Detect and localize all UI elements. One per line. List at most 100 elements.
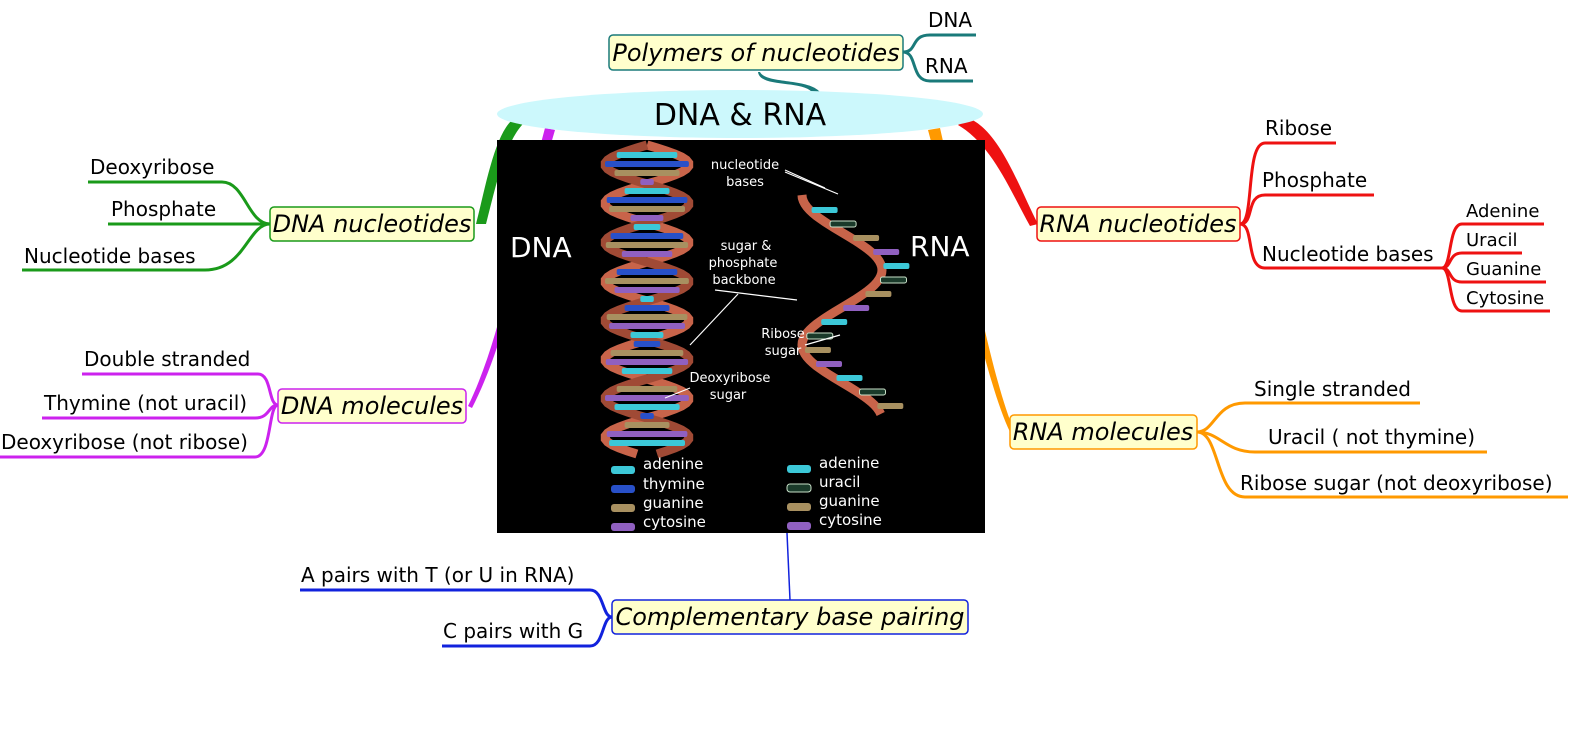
dna-base-pair <box>621 368 673 374</box>
branch-line <box>0 403 279 459</box>
rna-base <box>821 319 848 325</box>
dna-base-pair <box>609 323 685 329</box>
branch-line <box>902 33 976 54</box>
dna-base-pair <box>605 161 689 167</box>
branch-dna-molecules: Double stranded Thymine (not uracil) Deo… <box>0 347 467 459</box>
branch-line <box>82 372 279 407</box>
legend-dna-adenine: adenine <box>643 455 703 473</box>
dna-base-pair <box>640 296 654 302</box>
label-backbone-2: phosphate <box>709 256 778 271</box>
central-title: DNA & RNA <box>654 98 827 133</box>
node-dna-molecules-label: DNA molecules <box>281 392 463 420</box>
dna-base-pair <box>616 152 678 158</box>
base-pairing-child-at: A pairs with T (or U in RNA) <box>301 563 574 587</box>
dna-nucleotides-child-phosphate: Phosphate <box>111 197 216 221</box>
label-ribose-sugar-2: sugar <box>765 344 802 359</box>
dna-base-pair <box>630 332 664 338</box>
rna-legend: adenine uracil guanine cytosine <box>786 454 882 530</box>
legend-rna-adenine: adenine <box>819 454 879 472</box>
branch-line <box>300 588 613 619</box>
branch-line <box>1239 222 1442 270</box>
dna-base-pair <box>609 206 685 212</box>
legend-dna-guanine: guanine <box>643 494 704 512</box>
label-deoxyribose-sugar-2: sugar <box>710 388 747 403</box>
rna-base-uracil: Uracil <box>1466 230 1518 251</box>
label-backbone-3: backbone <box>712 273 775 288</box>
dna-base-pair <box>605 395 689 401</box>
branch-line <box>1441 266 1550 313</box>
branch-base-pairing: A pairs with T (or U in RNA) C pairs wit… <box>300 563 969 648</box>
label-backbone-1: sugar & <box>721 239 772 254</box>
dna-base-pair <box>616 269 678 275</box>
pointer-line <box>714 289 798 301</box>
dna-base-pair <box>633 224 661 230</box>
rna-nucleotides-child-phosphate: Phosphate <box>1262 168 1367 192</box>
dna-base-pair <box>633 341 661 347</box>
central-node[interactable] <box>497 90 983 138</box>
node-rna-molecules-label: RNA molecules <box>1013 418 1194 446</box>
rna-base <box>843 305 870 311</box>
dna-base-pair <box>624 188 670 194</box>
connector-dna-nucleotides <box>476 118 525 224</box>
legend-rna-uracil: uracil <box>819 473 860 491</box>
legend-swatch-thymine <box>611 485 635 493</box>
polymers-child-dna: DNA <box>928 8 972 32</box>
dna-base-pair <box>624 305 670 311</box>
node-dna-nucleotides[interactable] <box>269 206 475 242</box>
dna-base-pair <box>606 431 688 437</box>
pointer-line <box>664 387 691 399</box>
rna-base-guanine: Guanine <box>1466 259 1541 280</box>
polymers-child-rna: RNA <box>925 54 968 78</box>
image-background <box>497 140 985 533</box>
rna-base <box>806 332 834 340</box>
label-nucleotide-bases-1: nucleotide <box>711 158 779 173</box>
branch-rna-nucleotides: Ribose Phosphate Nucleotide bases Adenin… <box>1036 116 1550 313</box>
dna-helix <box>600 140 694 459</box>
node-polymers[interactable] <box>608 34 904 71</box>
pointer-line <box>804 334 841 346</box>
dna-base-pair <box>606 197 688 203</box>
legend-dna-cytosine: cytosine <box>643 513 706 531</box>
dna-nucleotides-child-bases: Nucleotide bases <box>24 244 196 268</box>
pointer-line <box>784 169 826 189</box>
legend-rna-cytosine: cytosine <box>819 511 882 529</box>
node-rna-nucleotides-label: RNA nucleotides <box>1040 210 1237 238</box>
legend-swatch-adenine <box>787 465 811 473</box>
branch-line <box>1239 193 1374 226</box>
dna-legend: adenine thymine guanine cytosine <box>611 455 706 531</box>
dna-base-pair <box>614 287 680 293</box>
rna-strand <box>797 194 910 417</box>
rna-backbone-strand <box>797 194 887 417</box>
dna-molecules-child-double-stranded: Double stranded <box>84 347 250 371</box>
legend-swatch-guanine <box>787 503 811 511</box>
node-dna-nucleotides-label: DNA nucleotides <box>273 210 472 238</box>
dna-molecules-child-deoxyribose: Deoxyribose (not ribose) <box>1 430 248 454</box>
rna-base <box>883 263 910 269</box>
dna-base-pair <box>621 251 673 257</box>
legend-swatch-cytosine <box>611 523 635 531</box>
node-rna-molecules[interactable] <box>1009 414 1198 450</box>
rna-nucleotides-child-bases: Nucleotide bases <box>1262 242 1434 266</box>
dna-rna-structure-image: DNA RNA nucleotide bases sugar & phospha… <box>497 140 985 533</box>
dna-base-pair <box>610 350 684 356</box>
dna-base-pair <box>610 233 684 239</box>
dna-base-pair <box>605 278 689 284</box>
rna-base-adenine: Adenine <box>1466 201 1539 222</box>
dna-molecules-child-thymine: Thymine (not uracil) <box>43 391 247 415</box>
rna-base <box>859 388 886 396</box>
label-ribose-sugar-1: Ribose <box>761 327 805 342</box>
dna-base-pair <box>614 404 680 410</box>
rna-molecules-child-uracil: Uracil ( not thymine) <box>1268 425 1475 449</box>
node-dna-molecules[interactable] <box>277 388 467 424</box>
legend-swatch-guanine <box>611 504 635 512</box>
base-pairing-child-cg: C pairs with G <box>443 619 583 643</box>
rna-base <box>816 361 842 367</box>
node-rna-nucleotides[interactable] <box>1036 206 1241 242</box>
dna-base-pair <box>609 440 685 446</box>
connector-base-pairing <box>786 532 791 601</box>
rna-nucleotides-child-ribose: Ribose <box>1265 116 1332 140</box>
node-base-pairing[interactable] <box>611 599 969 635</box>
image-rna-title: RNA <box>910 230 970 263</box>
rna-base-cytosine: Cytosine <box>1466 288 1544 309</box>
